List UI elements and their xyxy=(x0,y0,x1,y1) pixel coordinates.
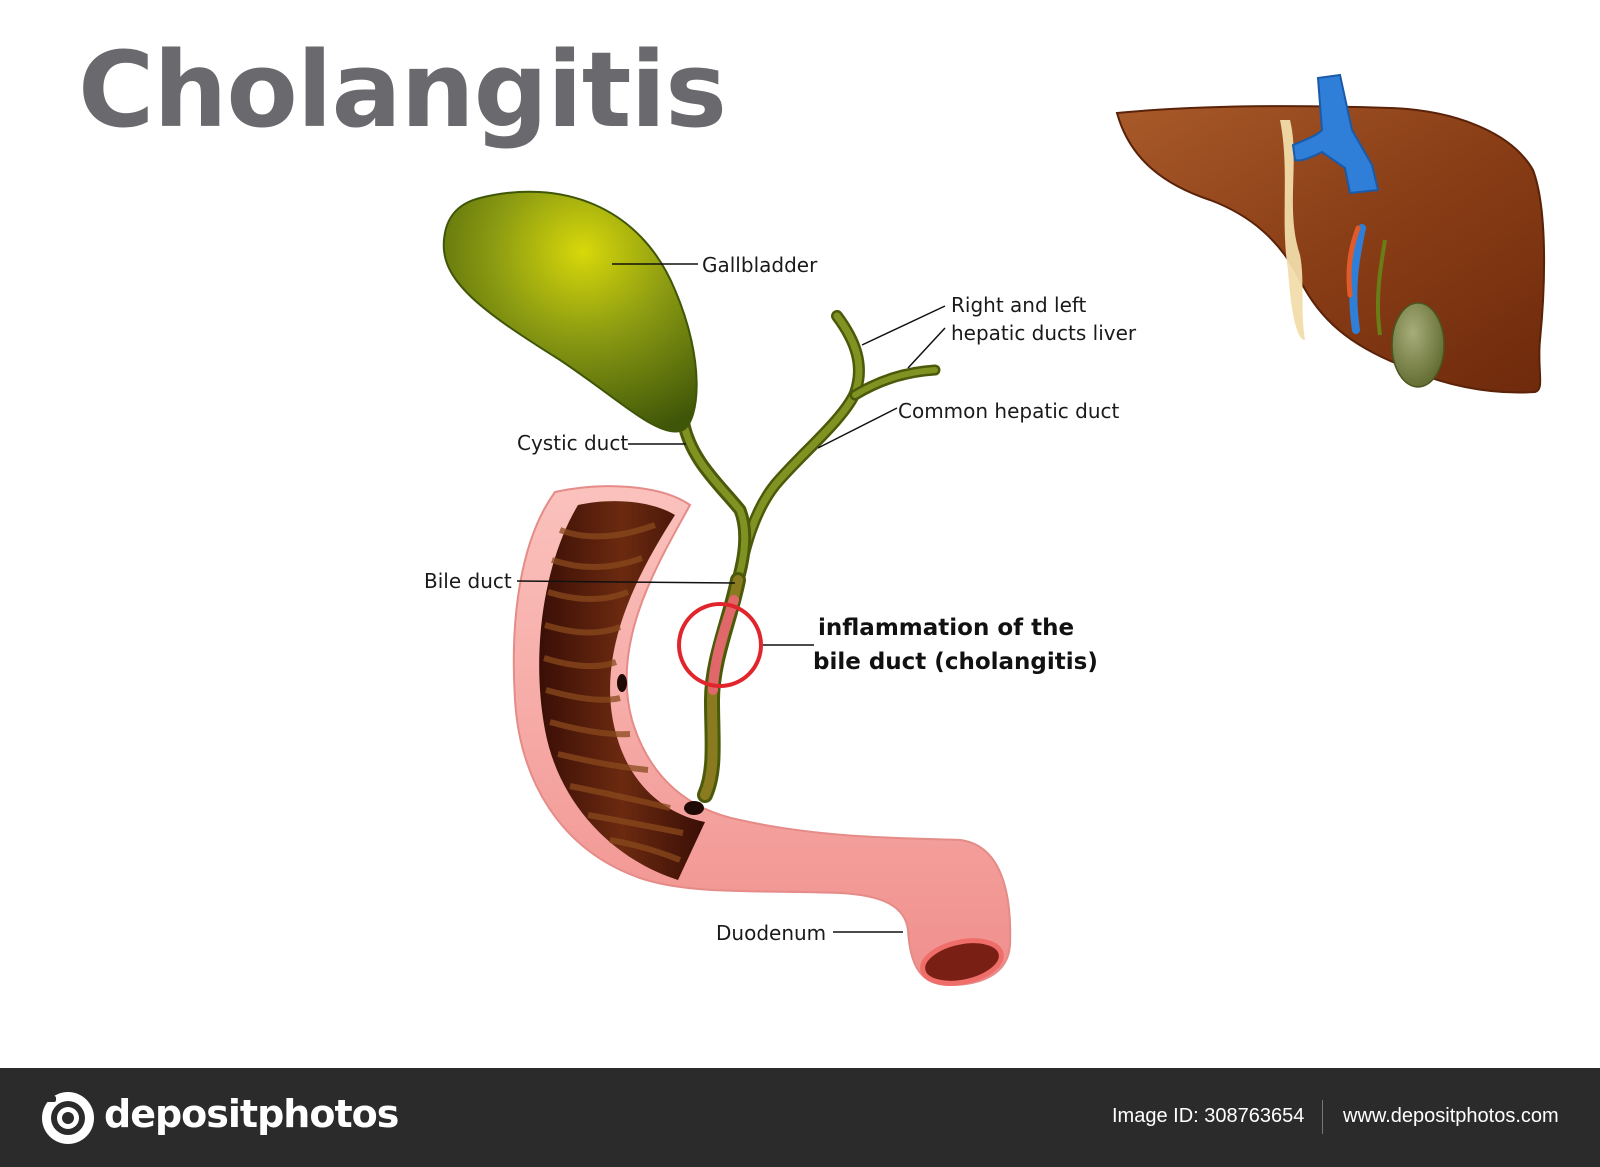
small-gallbladder xyxy=(1391,302,1445,388)
leader-lines xyxy=(516,263,946,933)
footer-divider xyxy=(1322,1100,1323,1134)
label-common-hepatic-duct: Common hepatic duct xyxy=(898,399,1120,423)
label-cystic-duct: Cystic duct xyxy=(517,431,629,455)
liver-illustration xyxy=(1115,73,1546,394)
label-bile-duct: Bile duct xyxy=(424,569,512,593)
label-inflammation-line1: inflammation of the xyxy=(818,615,1075,641)
duodenum-opening xyxy=(920,938,1004,986)
label-duodenum: Duodenum xyxy=(716,921,827,945)
label-hepatic-ducts-line2: hepatic ducts liver xyxy=(951,321,1137,345)
anatomy-illustration xyxy=(442,73,1546,987)
brand-logo-text[interactable]: depositphotos xyxy=(104,1092,399,1136)
gallbladder-shape xyxy=(442,190,698,433)
inflammation-circle xyxy=(677,602,763,688)
hepatic-ducts xyxy=(732,310,941,586)
camera-logo-icon xyxy=(42,1092,94,1144)
image-id-text: Image ID: 308763654 xyxy=(1112,1105,1305,1127)
footer-bar: depositphotos Image ID: 308763654 www.de… xyxy=(0,1068,1600,1167)
label-inflammation-line2: bile duct (cholangitis) xyxy=(813,649,1098,675)
duodenum-lumen xyxy=(539,501,705,880)
portal-vein xyxy=(1291,73,1380,195)
website-link[interactable]: www.depositphotos.com xyxy=(1343,1105,1559,1127)
label-hepatic-ducts-line1: Right and left xyxy=(951,293,1087,317)
label-gallbladder: Gallbladder xyxy=(702,253,818,277)
cystic-duct-shape xyxy=(676,413,752,587)
page-title: Cholangitis xyxy=(78,29,727,151)
bile-duct-shape xyxy=(697,572,746,803)
